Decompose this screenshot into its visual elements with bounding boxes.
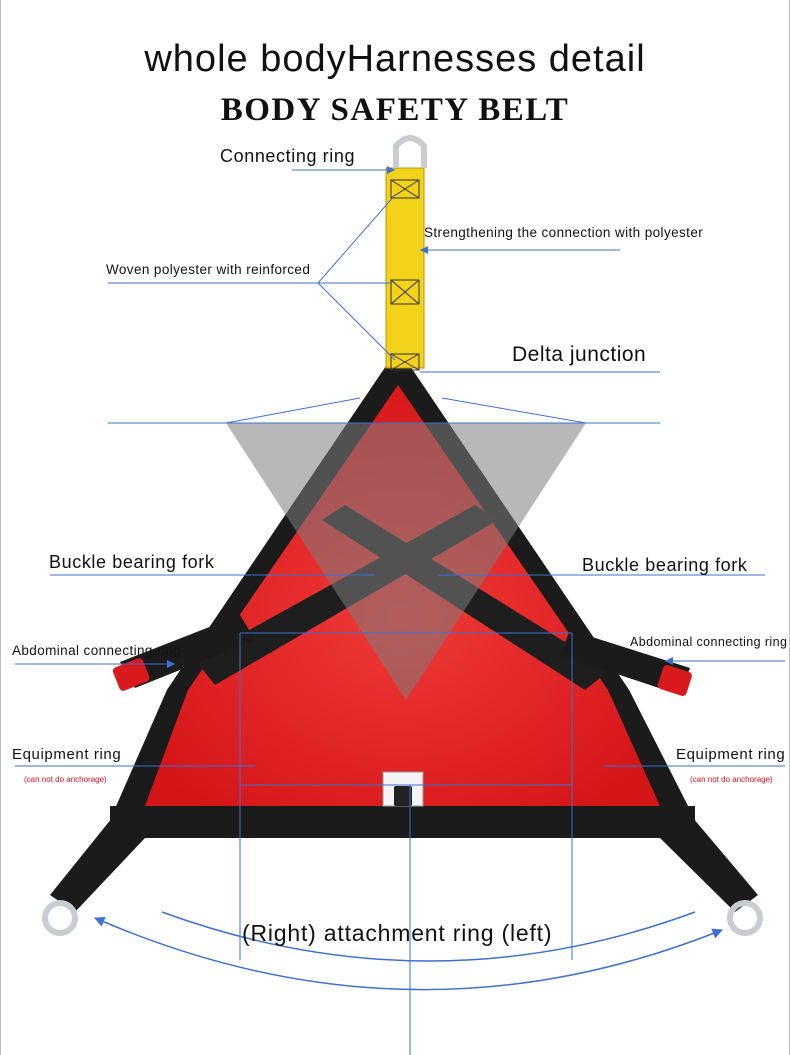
leader-attachment-box xyxy=(239,632,573,960)
label-attachment-ring: (Right) attachment ring (left) xyxy=(242,920,553,946)
right-leg-strap xyxy=(660,818,758,912)
warning-left: (can not do anchorage) xyxy=(24,775,107,784)
bottom-webbing-band xyxy=(110,806,695,838)
label-strengthening: Strengthening the connection with polyes… xyxy=(424,225,704,240)
label-abdominal-left: Abdominal connecting ring xyxy=(12,643,182,658)
left-abdominal-ring-tab xyxy=(112,658,150,691)
page-title: whole bodyHarnesses detail xyxy=(144,38,646,80)
left-d-ring xyxy=(42,900,78,936)
attachment-arc-outer xyxy=(94,916,723,991)
right-abdominal-strap xyxy=(560,630,690,695)
label-buckle-right: Buckle bearing fork xyxy=(582,555,748,575)
right-d-ring xyxy=(727,900,763,936)
left-leg-strap xyxy=(50,818,145,912)
leader-arrows xyxy=(167,166,673,668)
leader-lines xyxy=(15,169,785,1055)
reinforced-stitch-middle xyxy=(390,279,420,305)
center-buckle-slot xyxy=(394,786,412,806)
left-border xyxy=(0,0,1,1055)
reinforced-stitch-top xyxy=(390,179,420,199)
label-connecting-ring: Connecting ring xyxy=(220,146,356,166)
translucent-inverted-triangle xyxy=(226,423,586,700)
label-equipment-right: Equipment ring xyxy=(676,746,786,763)
label-woven-polyester: Woven polyester with reinforced xyxy=(106,262,311,277)
right-abdominal-ring-tab xyxy=(657,664,692,696)
label-equipment-left: Equipment ring xyxy=(12,746,122,763)
page-subtitle: BODY SAFETY BELT xyxy=(220,92,570,128)
reinforced-stitch-bottom xyxy=(390,353,420,371)
label-abdominal-right: Abdominal connecting ring xyxy=(630,635,788,649)
label-buckle-left: Buckle bearing fork xyxy=(49,552,215,572)
top-d-ring xyxy=(393,135,427,168)
label-delta-junction: Delta junction xyxy=(512,343,647,366)
yellow-connection-strap xyxy=(385,167,425,369)
left-abdominal-strap xyxy=(120,615,255,688)
warning-right: (can not do anchorage) xyxy=(690,775,773,784)
